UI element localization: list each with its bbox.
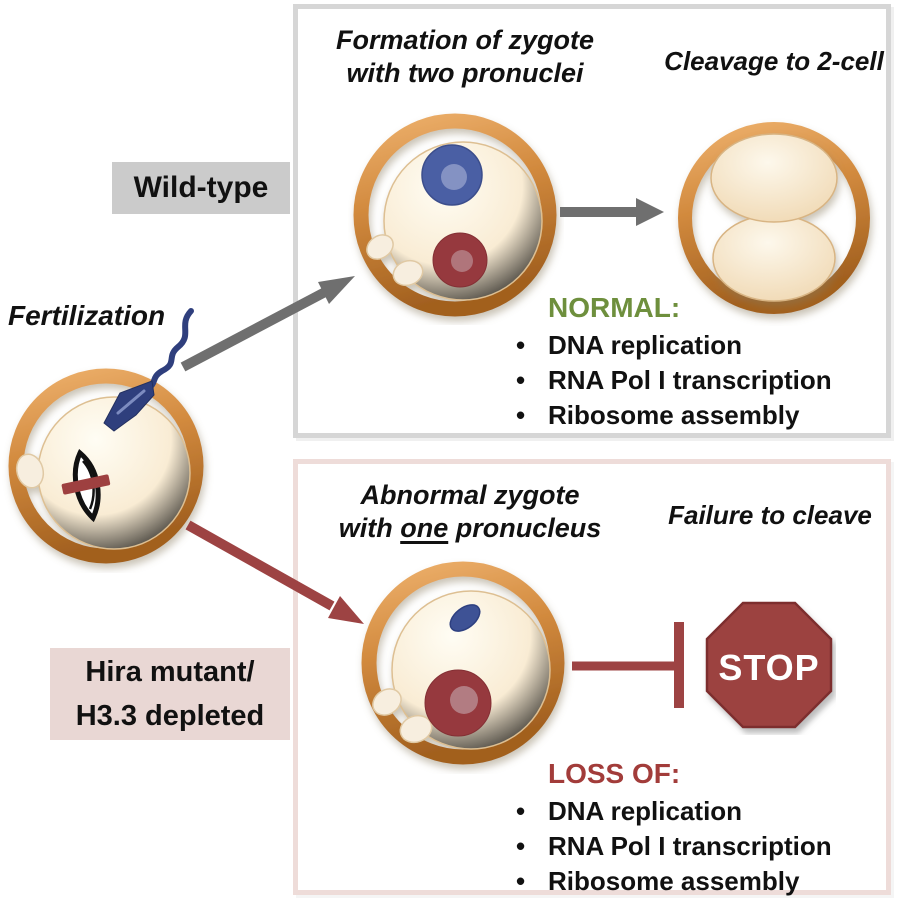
two-cell-embryo-illustration	[678, 122, 870, 314]
polar-body	[372, 688, 402, 716]
condensed-sperm-chromatin-icon	[449, 604, 481, 632]
bullet-icon: •	[516, 796, 526, 826]
zona-pellucida-ring	[361, 561, 565, 765]
zona-pellucida-ring	[353, 113, 557, 317]
abnormal-zygote-title: Abnormal zygote with one pronucleus	[318, 479, 622, 545]
list-item: • RNA Pol I transcription	[504, 363, 894, 398]
abnormal-title-line2: with one pronucleus	[338, 513, 602, 543]
polar-body	[399, 714, 433, 744]
cleavage-title: Cleavage to 2-cell	[664, 46, 884, 76]
abnormal-zygote-illustration	[361, 561, 565, 765]
wild-type-tag: Wild-type	[112, 162, 290, 214]
male-pronucleus-icon	[421, 144, 483, 206]
stop-sign-icon: STOP	[705, 601, 833, 729]
list-item: • DNA replication	[504, 328, 894, 363]
metaphase-chromosomes-bar	[61, 474, 111, 495]
arrow-cleavage-icon	[560, 198, 664, 226]
bullet-icon: •	[516, 866, 526, 896]
female-pronucleus-icon	[432, 232, 488, 288]
blastomere	[710, 133, 838, 223]
zona-pellucida-ring	[678, 122, 870, 314]
normal-header: NORMAL:	[548, 292, 681, 323]
bullet-icon: •	[516, 400, 526, 430]
bullet-icon: •	[516, 330, 526, 360]
polar-body	[392, 259, 424, 287]
bullet-icon: •	[516, 831, 526, 861]
arrow-to-mutant-icon	[185, 520, 364, 624]
hira-tag-line2: H3.3 depleted	[75, 700, 265, 732]
abnormal-title-line1: Abnormal zygote	[360, 480, 580, 510]
formation-title-line1: Formation of zygote	[336, 25, 594, 55]
list-item: • DNA replication	[504, 794, 894, 829]
single-pronucleus-icon	[424, 669, 492, 737]
bullet-icon: •	[516, 365, 526, 395]
list-item: • RNA Pol I transcription	[504, 829, 894, 864]
fertilization-label: Fertilization	[8, 300, 166, 331]
formation-title-line2: with two pronuclei	[346, 58, 584, 88]
zona-pellucida-ring	[8, 368, 204, 564]
list-item: • Ribosome assembly	[504, 398, 894, 433]
polar-body	[15, 453, 45, 489]
normal-status-list: NORMAL: • DNA replication • RNA Pol I tr…	[504, 292, 894, 433]
loss-status-list: LOSS OF: • DNA replication • RNA Pol I t…	[504, 758, 894, 899]
underlined-one: one	[400, 513, 449, 543]
polar-body	[366, 234, 394, 260]
meiotic-spindle-icon	[61, 448, 111, 523]
fertilized-egg-illustration	[8, 308, 204, 564]
inhibition-bar-icon	[572, 622, 684, 708]
hira-tag-line1: Hira mutant/	[85, 656, 255, 688]
arrow-to-wildtype-icon	[180, 276, 355, 372]
hira-mutant-tag: Hira mutant/ H3.3 depleted	[50, 648, 290, 740]
list-item: • Ribosome assembly	[504, 864, 894, 899]
blastomere	[712, 214, 836, 302]
sperm-icon	[103, 308, 194, 432]
zygote-two-pronuclei-illustration	[353, 113, 557, 317]
stop-label: STOP	[718, 647, 819, 688]
failure-to-cleave-title: Failure to cleave	[668, 500, 872, 530]
loss-header: LOSS OF:	[548, 758, 681, 789]
formation-zygote-title: Formation of zygote with two pronuclei	[318, 24, 612, 90]
